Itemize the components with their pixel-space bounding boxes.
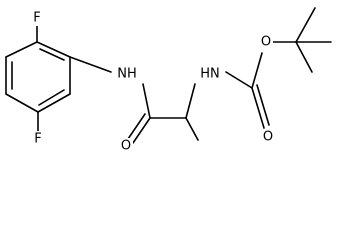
atom-label-amide-nh: NH bbox=[114, 65, 140, 83]
ester-oxygen-text: O bbox=[261, 35, 271, 50]
ring-bond-c4-c5 bbox=[5, 93, 39, 113]
carbamate-hn-text: HN bbox=[200, 67, 220, 82]
fluorine-top-text: F bbox=[33, 11, 40, 26]
atom-label-ester-oxygen: O bbox=[259, 34, 273, 50]
atom-label-fluorine-top: F bbox=[30, 10, 44, 26]
bond-carbamate-c-to-carbonyl-o bbox=[251, 87, 265, 129]
fluorine-bottom-text: F bbox=[34, 132, 41, 147]
ring-double-bond-c1-c2 bbox=[39, 48, 65, 61]
carbonyl-oxygen-text: O bbox=[263, 130, 273, 145]
atom-label-carbonyl-oxygen: O bbox=[261, 129, 275, 145]
ring-bond-c3-c4 bbox=[37, 93, 71, 113]
atom-label-fluorine-bottom: F bbox=[31, 131, 45, 147]
bond-alpha-c-to-hn bbox=[185, 83, 196, 119]
bond-nh-to-carbonyl-c bbox=[142, 83, 151, 119]
ring-bond-c6-c1 bbox=[5, 41, 38, 58]
bond-tbutyl-methyl-up bbox=[295, 7, 316, 43]
atom-label-carbamate-hn: HN bbox=[197, 65, 223, 83]
bond-carbamate-c-to-ester-o bbox=[251, 52, 263, 89]
amide-nh-text: NH bbox=[117, 67, 137, 82]
bond-hn-to-carbamate-c bbox=[225, 71, 253, 89]
bond-ring-to-amide-nh bbox=[69, 56, 112, 73]
bond-carbonyl-c-to-oxygen bbox=[132, 117, 151, 144]
atom-label-amide-oxygen: O bbox=[119, 138, 133, 154]
bond-carbonyl-c-to-oxygen-double bbox=[127, 113, 146, 140]
difluorophenyl-ring bbox=[5, 41, 71, 113]
bond-alpha-c-to-methyl bbox=[185, 117, 199, 141]
ring-bond-c1-c2 bbox=[36, 41, 71, 58]
ring-double-bond-c3-c4 bbox=[38, 89, 65, 106]
molecule-structure-diagram: F F NH HN O O O bbox=[5, 7, 332, 154]
bond-carbamate-c-to-carbonyl-o-double bbox=[256, 84, 270, 126]
amide-oxygen-text: O bbox=[121, 139, 131, 154]
bond-tbutyl-methyl-down bbox=[295, 41, 313, 73]
